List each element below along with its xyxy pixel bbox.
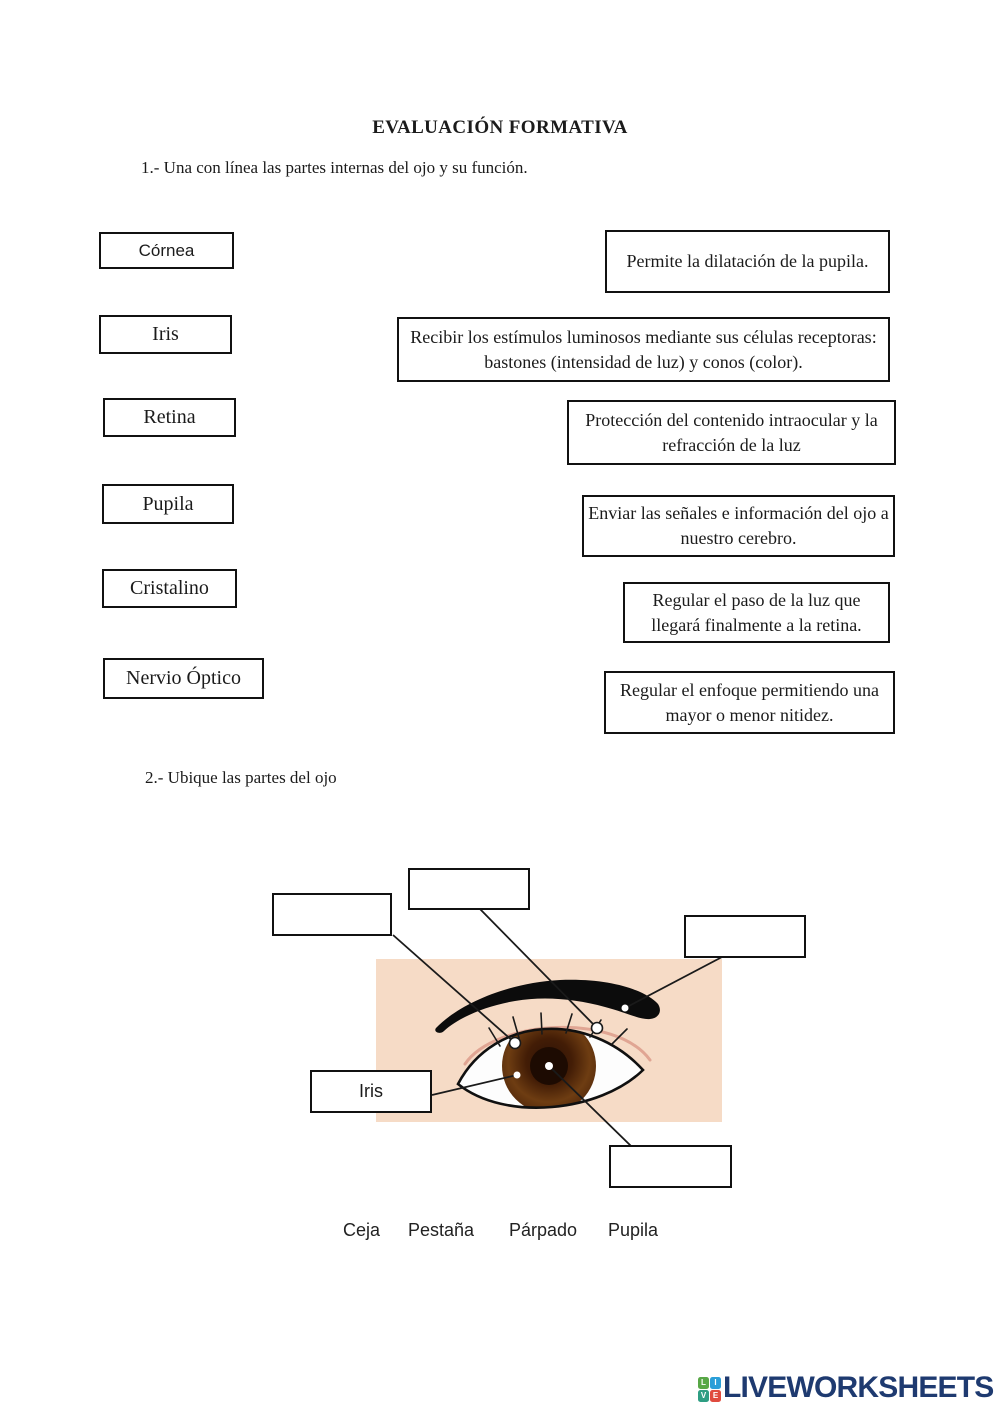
- liveworksheets-wordmark: LIVEWORKSHEETS: [723, 1371, 994, 1404]
- eyelid-crease-line: [463, 1025, 652, 1066]
- connector-line-right-box: [626, 956, 723, 1008]
- eyebrow-shape: [435, 979, 660, 1033]
- term-box-pupila[interactable]: Pupila: [102, 484, 234, 524]
- function-box-dilatacion[interactable]: Permite la dilatación de la pupila.: [605, 230, 890, 293]
- term-box-nervio-optico[interactable]: Nervio Óptico: [103, 658, 264, 699]
- logo-tile-i: I: [710, 1377, 721, 1389]
- logo-tile-v: V: [698, 1390, 709, 1402]
- function-box-proteccion[interactable]: Protección del contenido intraocular y l…: [567, 400, 896, 465]
- eye-outline: [456, 1027, 645, 1109]
- liveworksheets-icon: L I V E: [698, 1377, 721, 1402]
- endpoint-marker-eyelash: [508, 1036, 522, 1050]
- term-box-cristalino[interactable]: Cristalino: [102, 569, 237, 608]
- label-box-top-empty[interactable]: [408, 868, 530, 910]
- endpoint-marker-eyelid: [590, 1021, 604, 1035]
- connector-line-bottom-box: [548, 1065, 632, 1147]
- label-box-iris[interactable]: Iris: [310, 1070, 432, 1113]
- logo-tile-e: E: [710, 1390, 721, 1402]
- word-bank-parpado: Párpado: [509, 1220, 578, 1240]
- page-title: EVALUACIÓN FORMATIVA: [372, 117, 628, 138]
- function-box-estimulos[interactable]: Recibir los estímulos luminosos mediante…: [397, 317, 890, 382]
- connector-line-iris-box: [431, 1074, 518, 1096]
- function-box-senales[interactable]: Enviar las señales e información del ojo…: [582, 495, 895, 557]
- label-box-bottom-empty[interactable]: [609, 1145, 732, 1188]
- function-box-paso-luz[interactable]: Regular el paso de la luz que llegará fi…: [623, 582, 890, 643]
- connector-lines: [392, 908, 723, 1147]
- term-box-retina[interactable]: Retina: [103, 398, 236, 437]
- function-box-enfoque[interactable]: Regular el enfoque permitiendo una mayor…: [604, 671, 895, 734]
- connector-line-left-box: [392, 934, 516, 1044]
- question-2: 2.- Ubique las partes del ojo: [145, 768, 337, 787]
- question-1: 1.- Una con línea las partes internas de…: [141, 158, 528, 177]
- label-box-right-empty[interactable]: [684, 915, 806, 958]
- term-box-iris[interactable]: Iris: [99, 315, 232, 354]
- word-bank-pestana: Pestaña: [408, 1220, 475, 1240]
- endpoint-marker-eyebrow: [621, 1004, 629, 1012]
- eye-diagram-illustration: [376, 908, 723, 1147]
- term-box-cornea[interactable]: Córnea: [99, 232, 234, 269]
- word-bank-ceja: Ceja: [343, 1220, 381, 1240]
- label-box-left-empty[interactable]: [272, 893, 392, 936]
- endpoint-marker-pupil: [545, 1062, 553, 1070]
- logo-tile-l: L: [698, 1377, 709, 1389]
- connector-line-top-box: [479, 908, 598, 1029]
- word-bank-pupila: Pupila: [608, 1220, 659, 1240]
- endpoint-marker-iris: [513, 1071, 521, 1079]
